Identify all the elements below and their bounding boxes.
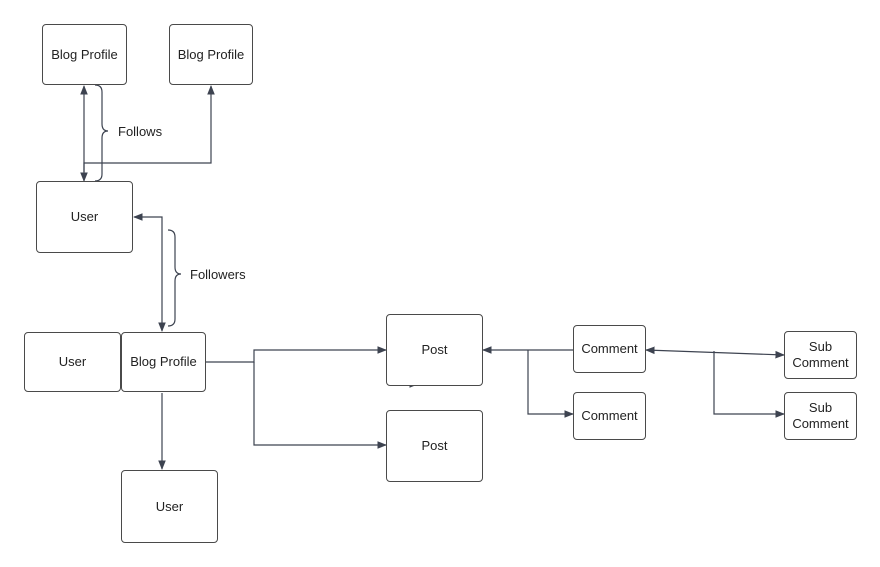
sub-comment-top-label-line1: Sub bbox=[808, 339, 833, 354]
follows-label: Follows bbox=[118, 124, 163, 139]
comment-bottom-node[interactable]: Comment bbox=[573, 392, 646, 440]
follows-brace bbox=[94, 84, 109, 182]
post-bottom-node[interactable]: Post bbox=[386, 410, 483, 482]
blog-profile-top-left-node[interactable]: Blog Profile bbox=[42, 24, 127, 85]
comment-bottom-label: Comment bbox=[581, 408, 638, 423]
connector-blogprofile-post-top bbox=[205, 346, 387, 363]
post-top-label: Post bbox=[421, 342, 448, 357]
sub-comment-bottom-label-line1: Sub bbox=[808, 400, 833, 415]
sub-comment-bottom-label-line2: Comment bbox=[792, 416, 849, 431]
connector-user-blogprofile-right bbox=[83, 85, 215, 172]
user-mid-left-label: User bbox=[58, 354, 87, 369]
blog-profile-top-right-node[interactable]: Blog Profile bbox=[169, 24, 253, 85]
connector-blogprofile-post-bottom bbox=[253, 362, 387, 449]
post-top-node[interactable]: Post bbox=[386, 314, 483, 386]
blog-profile-top-left-label: Blog Profile bbox=[51, 46, 118, 62]
sub-comment-top-label-line2: Comment bbox=[792, 355, 849, 370]
connector-comment-subcomment-top bbox=[645, 346, 785, 359]
user-bottom-node[interactable]: User bbox=[121, 470, 218, 543]
sub-comment-bottom-node[interactable]: Sub Comment bbox=[784, 392, 857, 440]
comment-top-label: Comment bbox=[581, 341, 638, 356]
connector-blogprofile-user-top bbox=[133, 213, 166, 332]
user-top-label: User bbox=[70, 209, 99, 224]
comment-top-node[interactable]: Comment bbox=[573, 325, 646, 373]
connector-post-comment-bottom bbox=[527, 350, 574, 418]
post-bottom-label: Post bbox=[421, 438, 448, 453]
blog-profile-mid-label: Blog Profile bbox=[130, 354, 197, 369]
sub-comment-top-node[interactable]: Sub Comment bbox=[784, 331, 857, 379]
connector-comment-subcomment-bottom bbox=[713, 351, 785, 418]
user-top-node[interactable]: User bbox=[36, 181, 133, 253]
user-bottom-label: User bbox=[155, 498, 184, 514]
blog-profile-top-right-label: Blog Profile bbox=[177, 46, 245, 62]
user-mid-left-node[interactable]: User bbox=[24, 332, 121, 392]
blog-profile-mid-node[interactable]: Blog Profile bbox=[121, 332, 206, 392]
followers-label: Followers bbox=[190, 267, 246, 282]
followers-brace bbox=[167, 229, 182, 327]
